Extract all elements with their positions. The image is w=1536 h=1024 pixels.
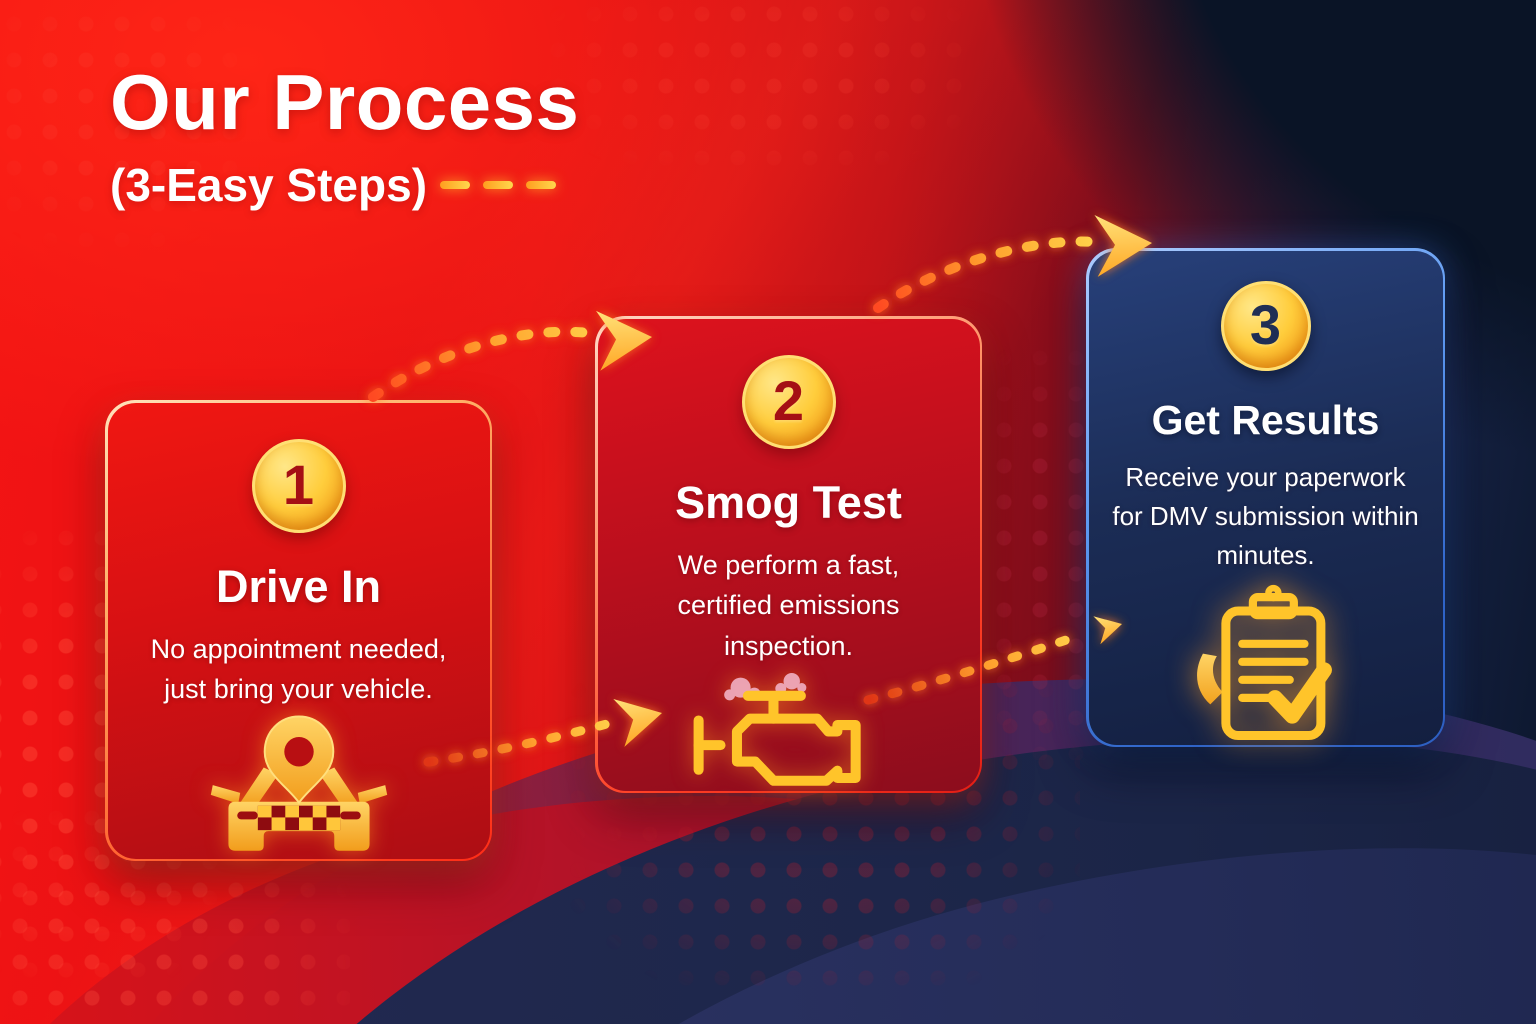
connector-arc-2 [873, 236, 1101, 313]
step-number: 1 [282, 452, 315, 516]
step-number-badge: 3 [1220, 280, 1311, 371]
step-title: Get Results [1151, 396, 1380, 443]
connector-arc-1 [368, 326, 607, 402]
step-card-get-results: 3 Get Results Receive your paperwork for… [1086, 248, 1445, 747]
step-description: Receive your paperwork for DMV submissio… [1112, 461, 1419, 570]
step-description: No appointment needed, just bring your v… [150, 633, 447, 705]
dash-decoration-icon [440, 180, 471, 189]
halftone-dots-top [540, 0, 980, 180]
step-description: We perform a fast, certified emissions i… [677, 549, 900, 661]
step-title: Smog Test [675, 476, 902, 528]
step-card-smog-test: 2 Smog Test We perform a fast, certified… [595, 316, 982, 793]
step-title: Drive In [215, 560, 382, 612]
step-number: 3 [1249, 292, 1282, 356]
dash-decoration-icon [483, 180, 514, 189]
check-engine-icon [684, 666, 894, 806]
step-card-drive-in: 1 Drive In No appointment needed, just b… [105, 400, 492, 861]
car-location-pin-icon [201, 710, 397, 868]
header: Our Process (3-Easy Steps) [110, 58, 580, 212]
page-title: Our Process [110, 58, 580, 146]
step-number: 2 [772, 368, 805, 432]
step-number-badge: 2 [741, 354, 836, 449]
clipboard-check-icon [1180, 575, 1352, 747]
step-number-badge: 1 [251, 438, 346, 533]
dash-decoration-icon [526, 180, 557, 189]
page-subtitle: (3-Easy Steps) [110, 158, 428, 211]
